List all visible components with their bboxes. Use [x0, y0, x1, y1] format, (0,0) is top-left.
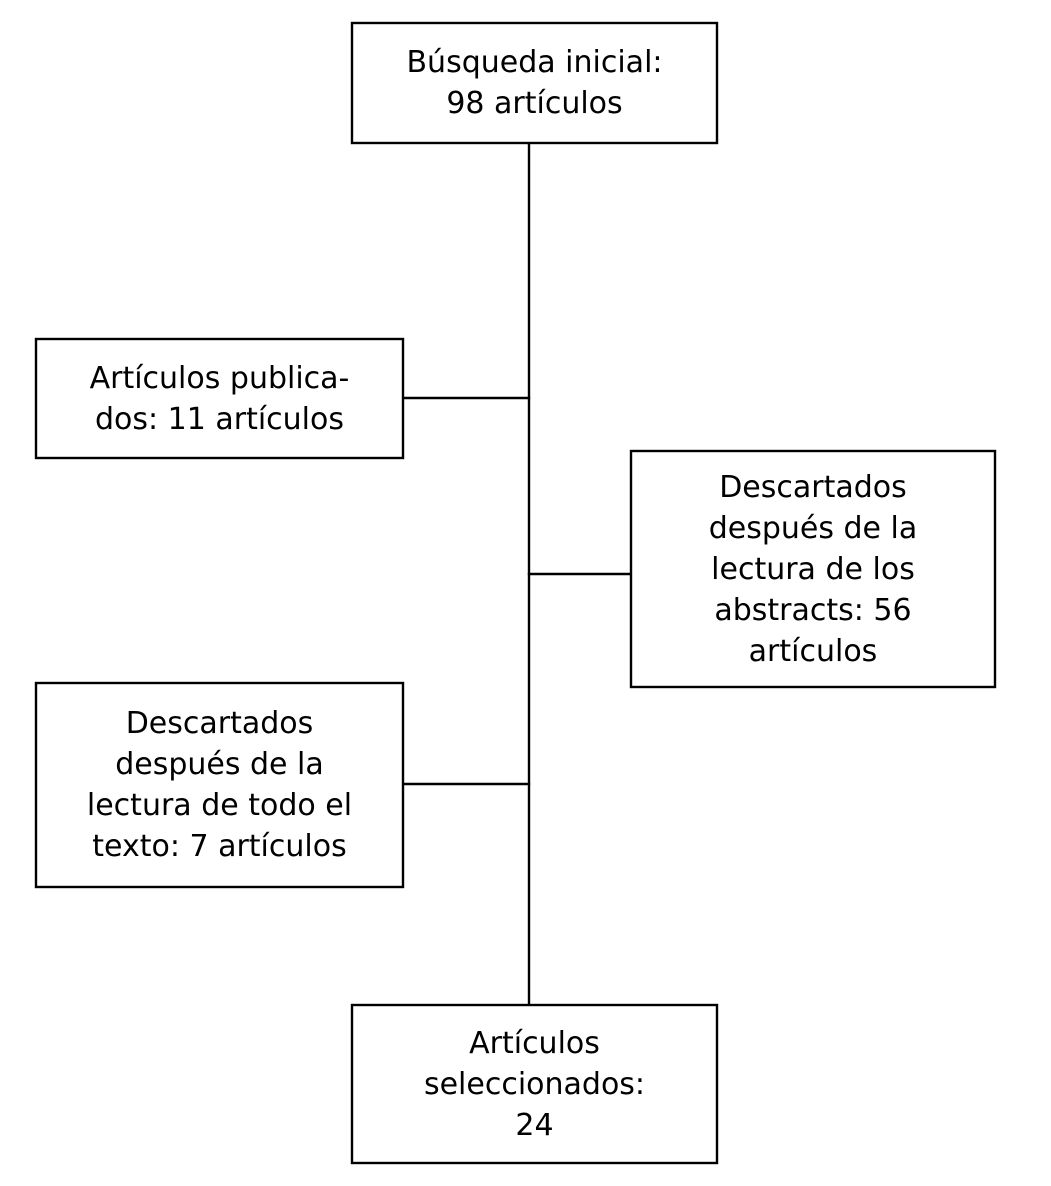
box-descartados-abstracts[interactable]: [629, 449, 997, 689]
box-articulos-seleccionados[interactable]: [350, 1003, 719, 1165]
box-busqueda-inicial[interactable]: [350, 21, 719, 145]
box-descartados-texto-completo[interactable]: [34, 681, 405, 889]
node-box-group: [34, 21, 997, 1165]
connector-group: [401, 141, 633, 1007]
box-articulos-publicados[interactable]: [34, 337, 405, 460]
